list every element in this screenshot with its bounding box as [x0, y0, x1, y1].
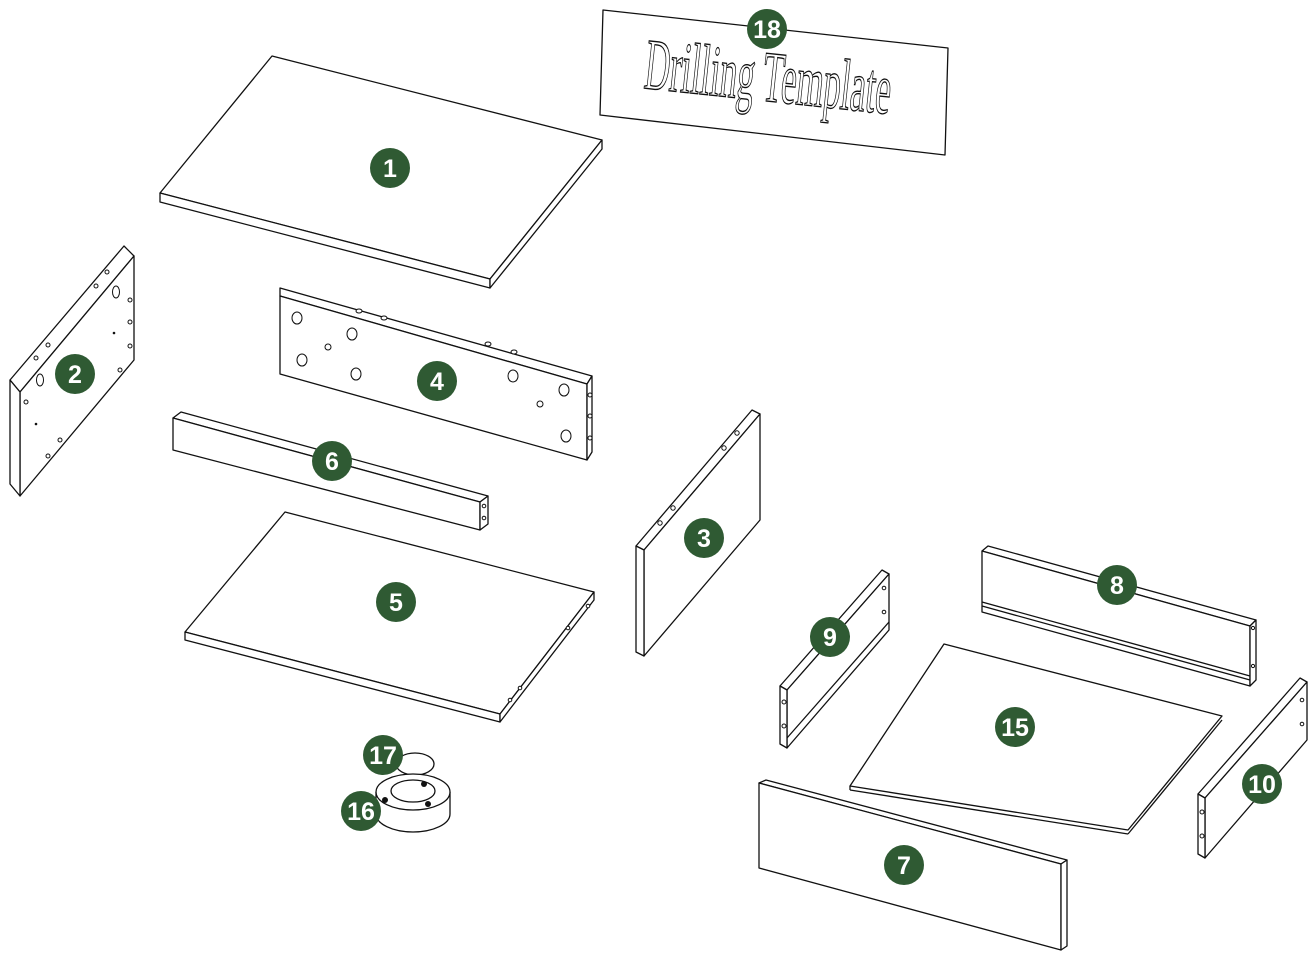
badge-6-number: 6: [325, 448, 339, 476]
badge-2-number: 2: [68, 361, 82, 389]
badge-18-number: 18: [753, 16, 781, 44]
badge-7: 7: [884, 845, 924, 885]
badge-10: 10: [1242, 764, 1282, 804]
badge-17-number: 17: [369, 742, 397, 770]
badge-4: 4: [417, 361, 457, 401]
badge-15: 15: [995, 707, 1035, 747]
badge-10-number: 10: [1248, 771, 1276, 799]
badge-3-number: 3: [697, 525, 711, 553]
badge-5: 5: [376, 582, 416, 622]
part-18-drilling-template: Drilling Template: [599, 9, 949, 156]
badge-17: 17: [363, 735, 403, 775]
part-15-drawer-bottom: [849, 643, 1223, 835]
badge-16-number: 16: [347, 798, 375, 826]
badge-18: 18: [747, 9, 787, 49]
badge-1: 1: [370, 148, 410, 188]
badge-5-number: 5: [389, 589, 403, 617]
badge-6: 6: [312, 441, 352, 481]
badge-3: 3: [684, 518, 724, 558]
badge-9-number: 9: [823, 624, 837, 652]
badge-15-number: 15: [1001, 714, 1029, 742]
badge-4-number: 4: [430, 368, 444, 396]
badge-9: 9: [810, 617, 850, 657]
badge-8-number: 8: [1110, 572, 1124, 600]
badge-8: 8: [1097, 565, 1137, 605]
badge-16: 16: [341, 791, 381, 831]
part-9-drawer-side-left: [779, 569, 890, 749]
badge-7-number: 7: [897, 852, 911, 880]
badge-1-number: 1: [383, 155, 397, 183]
part-16-round-base: [375, 773, 451, 833]
part-badges: 1 2 3 4 5 6 7 8 9 10 15 16 17 18: [55, 9, 1282, 885]
badge-2: 2: [55, 354, 95, 394]
